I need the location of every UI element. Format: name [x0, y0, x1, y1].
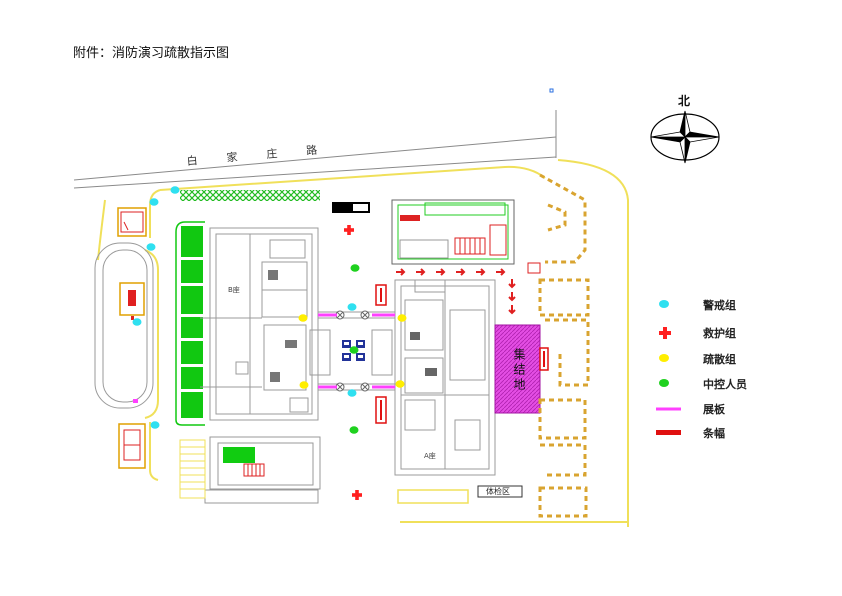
building-a: [394, 279, 496, 476]
guard-team-marker: [347, 389, 357, 397]
rescue-team-marker: [352, 490, 362, 500]
south-steps: [179, 439, 206, 499]
building-b-label: B座: [228, 285, 240, 294]
legend-label: 疏散组: [703, 352, 736, 366]
evacuation-arrow-icon: [396, 268, 406, 276]
legend-label: 中控人员: [703, 377, 747, 391]
guard-team-marker: [150, 421, 160, 429]
legend-banner-bar-icon: [656, 430, 681, 435]
control-staff-marker: [349, 346, 359, 354]
north-label: 北: [678, 93, 690, 108]
guard-house-north: [117, 207, 147, 237]
evacuation-team-marker: [395, 380, 405, 388]
evacuation-arrow-icon: [436, 268, 446, 276]
rescue-team-marker: [344, 225, 354, 235]
building-b: [200, 227, 319, 421]
hedge: [180, 190, 320, 201]
road: [73, 110, 557, 189]
evacuation-arrow-icon: [456, 268, 466, 276]
parking-area: [538, 173, 590, 518]
survey-mark: [549, 88, 554, 93]
vehicle-icon: [332, 202, 370, 213]
guard-team-marker: [146, 243, 156, 251]
assembly-area-label: 集结地: [512, 348, 526, 393]
checkup-area: [477, 485, 523, 498]
evacuation-arrow-icon: [496, 268, 506, 276]
guard-team-marker: [170, 186, 180, 194]
legend-item-banner: 条幅: [656, 426, 725, 440]
evacuation-arrow-icon: [508, 305, 516, 315]
legend-item-control-staff: 中控人员: [659, 377, 747, 391]
evacuation-arrow-icon: [416, 268, 426, 276]
legend-item-evacuation-team: 疏散组: [659, 352, 736, 366]
guard-team-marker: [149, 198, 159, 206]
evacuation-arrow-icon: [476, 268, 486, 276]
marker-layer: [132, 186, 549, 500]
guard-team-marker: [347, 303, 357, 311]
legend-label: 展板: [702, 402, 726, 416]
guard-team-marker: [132, 318, 142, 326]
legend-item-rescue-team: 救护组: [659, 326, 736, 340]
door-symbol-icon: [335, 310, 370, 392]
banner: [375, 284, 387, 306]
oval-track: [94, 242, 154, 409]
legend-evacuation-dot-icon: [659, 354, 669, 362]
corridor: [309, 310, 395, 392]
compass-star-icon: [650, 110, 720, 164]
evacuation-team-marker: [299, 381, 309, 389]
banner: [375, 396, 387, 424]
control-desk-icon: [342, 340, 365, 361]
evacuation-team-marker: [298, 314, 308, 322]
evacuation-team-marker: [397, 314, 407, 322]
legend-label: 警戒组: [702, 298, 736, 312]
legend-label: 救护组: [703, 326, 736, 340]
page-title: 附件：消防演习疏散指示图: [73, 45, 229, 61]
checkup-area-label: 体检区: [486, 486, 510, 496]
banner: [539, 347, 549, 371]
legend-control-dot-icon: [659, 379, 669, 387]
evacuation-arrow-icon: [508, 292, 516, 302]
control-staff-marker: [349, 426, 359, 434]
building-north: [391, 199, 541, 274]
legend-item-display-board: 展板: [656, 402, 726, 416]
legend-rescue-cross-icon: [659, 327, 671, 339]
building-a-label: A座: [424, 451, 436, 460]
guard-house-south: [118, 399, 146, 469]
legend: 警戒组 救护组 疏散组 中控人员 展板 条幅: [656, 298, 747, 440]
legend-item-guard-team: 警戒组: [659, 298, 736, 312]
compass: 北: [650, 93, 720, 164]
building-south: [204, 436, 321, 504]
evacuation-arrow-icon: [508, 279, 516, 289]
legend-label: 条幅: [702, 426, 725, 440]
control-staff-marker: [350, 264, 360, 272]
lawn-strip: [175, 221, 205, 426]
assembly-area: [494, 324, 541, 414]
guard-house-middle: [119, 282, 145, 320]
road-name: 白家庄路: [186, 140, 347, 168]
legend-guard-dot-icon: [659, 300, 669, 308]
south-yard: [397, 489, 469, 504]
